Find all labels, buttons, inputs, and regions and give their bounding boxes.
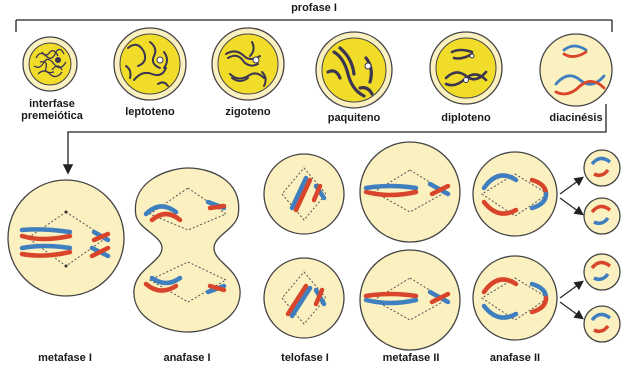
label-paquiteno: paquiteno (314, 112, 394, 124)
label-diacinesis: diacinésis (536, 112, 616, 124)
cell-metafase-ii-top (360, 142, 460, 242)
daughter-cell-4 (584, 306, 620, 342)
prophase-bracket (16, 20, 612, 32)
anafase-ii-arrows (560, 178, 582, 318)
cell-leptoteno (114, 28, 186, 100)
cell-diacinesis (540, 34, 612, 106)
cell-interfase-premeiotica (23, 37, 77, 91)
cell-telofase-i-bottom (264, 258, 344, 338)
cell-telofase-i-top (264, 154, 344, 234)
label-interfase-premeiotica: interfase premeiótica (6, 98, 98, 122)
cell-paquiteno (316, 32, 392, 108)
label-telofase-i: telofase I (260, 352, 350, 364)
daughter-cell-2 (584, 198, 620, 234)
cell-anafase-ii-top (473, 152, 557, 236)
cell-diploteno (430, 32, 502, 104)
cell-anafase-ii-bottom (473, 256, 557, 340)
label-leptoteno: leptoteno (110, 106, 190, 118)
cell-metafase-ii-bottom (360, 250, 460, 350)
daughter-cell-1 (584, 150, 620, 186)
label-anafase-i: anafase I (142, 352, 232, 364)
cell-zigoteno (212, 28, 284, 100)
cell-anafase-i (134, 168, 240, 332)
label-metafase-i: metafase I (20, 352, 110, 364)
daughter-cell-3 (584, 254, 620, 290)
label-anafase-ii: anafase II (470, 352, 560, 364)
label-metafase-ii: metafase II (364, 352, 458, 364)
label-zigoteno: zigoteno (208, 106, 288, 118)
cell-metafase-i (8, 180, 124, 296)
label-diploteno: diploteno (426, 112, 506, 124)
